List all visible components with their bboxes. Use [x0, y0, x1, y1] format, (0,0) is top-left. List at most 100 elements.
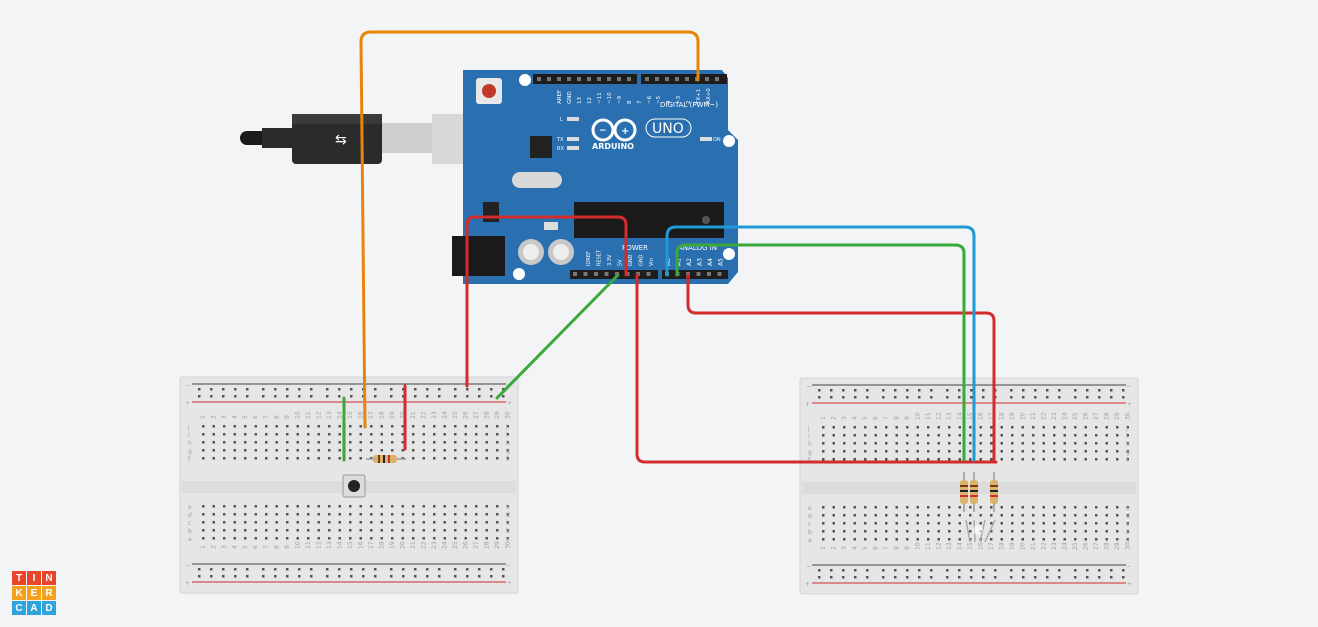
- digital-pin-label: AREF: [557, 90, 563, 104]
- column-number: 10: [295, 541, 302, 549]
- pushbutton[interactable]: [342, 474, 366, 498]
- column-number: 4: [232, 415, 239, 419]
- column-number: 14: [957, 542, 964, 550]
- column-number: 11: [305, 541, 312, 549]
- column-number: 30: [1125, 542, 1132, 550]
- power-pin-label: 3.3V: [607, 254, 613, 266]
- column-number: 11: [925, 542, 932, 550]
- wire-red-gnd[interactable]: [635, 273, 998, 464]
- arduino-infinity-logo: − +: [591, 118, 637, 142]
- row-letter: c: [506, 520, 509, 527]
- column-number: 17: [368, 541, 375, 549]
- wire-blue-a1[interactable]: [665, 225, 976, 462]
- led-tx-label: TX: [556, 137, 564, 143]
- column-number: 7: [263, 545, 270, 549]
- column-number: 15: [347, 541, 354, 549]
- column-number: 29: [1114, 542, 1121, 550]
- rgb-resistors[interactable]: [960, 472, 998, 512]
- column-number: 3: [221, 415, 228, 419]
- column-number: 27: [473, 541, 480, 549]
- column-number: 23: [431, 541, 438, 549]
- logo-letter: R: [42, 586, 56, 600]
- column-number: 9: [904, 416, 911, 420]
- row-letter: j: [505, 424, 508, 431]
- dc-power-jack[interactable]: [452, 236, 505, 276]
- row-letter: f: [506, 456, 509, 463]
- column-number: 4: [852, 416, 859, 420]
- wire-green-a2[interactable]: [675, 243, 966, 462]
- column-number: 24: [442, 541, 449, 549]
- column-number: 27: [473, 411, 480, 419]
- row-letter: h: [188, 440, 192, 447]
- column-number: 27: [1093, 412, 1100, 420]
- column-number: 13: [946, 412, 953, 420]
- column-number: 21: [1030, 412, 1037, 420]
- column-number: 12: [316, 411, 323, 419]
- column-number: 25: [1072, 542, 1079, 550]
- column-number: 29: [494, 411, 501, 419]
- row-letter: d: [808, 513, 812, 520]
- column-number: 19: [389, 411, 396, 419]
- rail-minus-label: −: [186, 562, 191, 569]
- column-number: 2: [831, 546, 838, 550]
- row-letter: j: [1125, 425, 1128, 432]
- row-letter: e: [808, 505, 812, 512]
- rgb-led[interactable]: [965, 519, 996, 543]
- column-number: 17: [988, 412, 995, 420]
- resistor-left[interactable]: [366, 455, 406, 463]
- column-number: 10: [915, 412, 922, 420]
- column-number: 28: [1104, 542, 1111, 550]
- analog-pin-label: A1: [676, 258, 683, 266]
- led-rx-label: RX: [557, 146, 564, 152]
- row-letter: d: [506, 512, 510, 519]
- column-number: 9: [904, 546, 911, 550]
- column-number: 2: [211, 545, 218, 549]
- column-number: 23: [1051, 412, 1058, 420]
- column-number: 16: [978, 542, 985, 550]
- analog-pin-label: A4: [707, 258, 714, 266]
- column-number: 11: [925, 412, 932, 420]
- reset-button[interactable]: [476, 78, 502, 104]
- column-number: 23: [1051, 542, 1058, 550]
- digital-pin-label: 2: [686, 101, 692, 105]
- column-number: 28: [1104, 412, 1111, 420]
- analog-header-label: ANALOG IN: [678, 244, 717, 252]
- row-letter: e: [188, 504, 192, 511]
- rail-minus-label: −: [1126, 383, 1131, 390]
- wire-red-5v[interactable]: [465, 215, 628, 388]
- power-pin-label: IOREF: [586, 251, 592, 266]
- column-number: 8: [894, 416, 901, 420]
- row-letter: e: [506, 504, 510, 511]
- digital-pin-label: GND: [567, 91, 573, 104]
- row-letter: c: [808, 521, 811, 528]
- column-number: 13: [326, 411, 333, 419]
- row-letter: a: [1126, 537, 1130, 544]
- column-number: 3: [221, 545, 228, 549]
- column-number: 16: [358, 411, 365, 419]
- column-number: 18: [999, 542, 1006, 550]
- wire-red-a3[interactable]: [686, 273, 996, 462]
- row-letter: h: [1126, 441, 1130, 448]
- column-number: 12: [936, 412, 943, 420]
- column-number: 10: [295, 411, 302, 419]
- led-l-label: L: [560, 117, 563, 123]
- wires[interactable]: [342, 30, 998, 464]
- power-pin-label: Vin: [649, 258, 655, 266]
- row-letter: b: [506, 528, 510, 535]
- column-number: 2: [211, 415, 218, 419]
- wire-green-gnd[interactable]: [495, 273, 620, 400]
- column-number: 20: [400, 411, 407, 419]
- row-letter: d: [188, 512, 192, 519]
- column-number: 5: [242, 415, 249, 419]
- led-on-label: ON: [713, 137, 721, 143]
- column-number: 10: [915, 542, 922, 550]
- atmega-chip: [574, 202, 724, 238]
- wire-orange[interactable]: [359, 30, 700, 429]
- column-number: 15: [967, 542, 974, 550]
- column-number: 26: [463, 411, 470, 419]
